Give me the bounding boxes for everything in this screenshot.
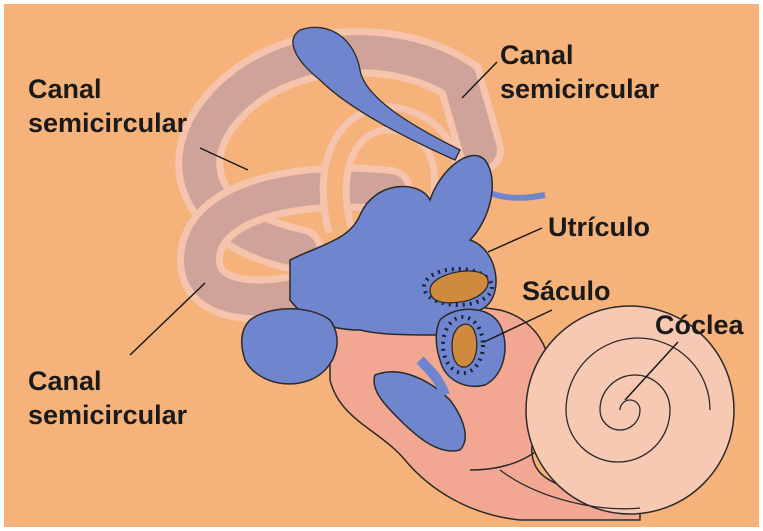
label-canal-top-left: Canal semicircular (28, 72, 187, 140)
label-canal-bottom-left-line2: semicircular (28, 398, 187, 432)
label-saculo: Sáculo (522, 274, 611, 308)
label-canal-top-right: Canal semicircular (500, 38, 659, 106)
label-canal-top-left-line2: semicircular (28, 106, 187, 140)
label-canal-bottom-left-line1: Canal (28, 364, 187, 398)
label-saculo-text: Sáculo (522, 274, 611, 308)
label-canal-top-right-line2: semicircular (500, 72, 659, 106)
label-canal-top-right-line1: Canal (500, 38, 659, 72)
label-utriculo: Utrículo (548, 210, 650, 244)
label-utriculo-text: Utrículo (548, 210, 650, 244)
label-coclea: Cóclea (655, 308, 744, 342)
label-coclea-text: Cóclea (655, 308, 744, 342)
label-canal-bottom-left: Canal semicircular (28, 364, 187, 432)
label-canal-top-left-line1: Canal (28, 72, 187, 106)
